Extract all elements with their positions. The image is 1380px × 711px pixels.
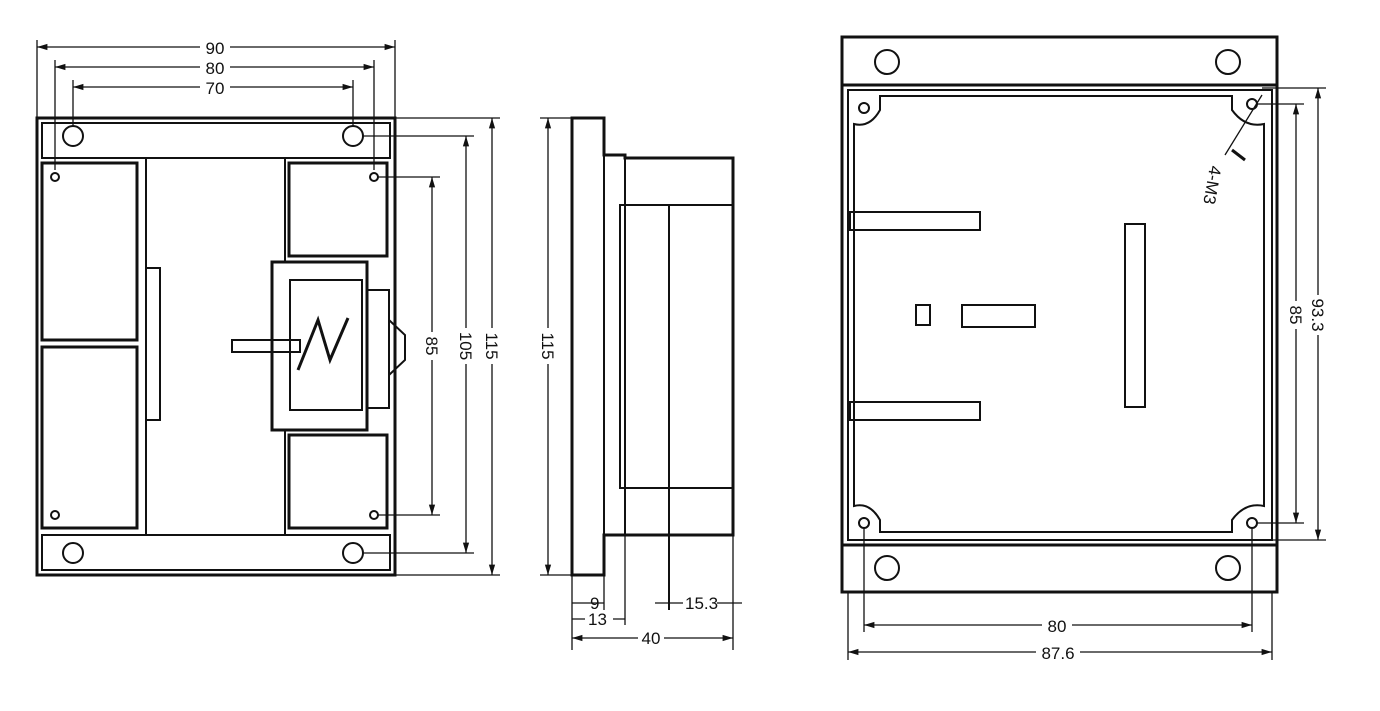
dim-115: 115 [482, 332, 501, 359]
screw-callout: 4-M3 [1199, 164, 1224, 205]
back-dim-80: 80 [1048, 617, 1067, 636]
mounting-hole [62, 542, 84, 564]
front-view: 90 80 70 85 105 115 [35, 38, 501, 577]
dim-70: 70 [206, 79, 225, 98]
dim-87-6: 87.6 [1041, 644, 1074, 663]
dim-85: 85 [422, 337, 441, 356]
side-dim-13: 13 [588, 610, 607, 629]
side-dim-40: 40 [642, 629, 661, 648]
mounting-hole [342, 125, 364, 147]
dim-93-3: 93.3 [1308, 298, 1327, 331]
side-dim-9: 9 [590, 594, 599, 613]
side-dim-115: 115 [538, 332, 557, 359]
mounting-hole [342, 542, 364, 564]
side-view: 115 9 13 15.3 40 [538, 116, 742, 650]
mounting-hole [62, 125, 84, 147]
dim-80: 80 [206, 59, 225, 78]
bottom-mounting-bar [41, 534, 391, 571]
dim-90: 90 [206, 39, 225, 58]
top-mounting-bar [41, 122, 391, 159]
back-dim-85: 85 [1286, 306, 1305, 325]
side-dim-15-3: 15.3 [685, 594, 718, 613]
dim-105: 105 [456, 332, 475, 360]
switch-mechanism [231, 260, 406, 432]
back-view: 4-M3 93.3 85 80 87.6 [840, 35, 1327, 663]
